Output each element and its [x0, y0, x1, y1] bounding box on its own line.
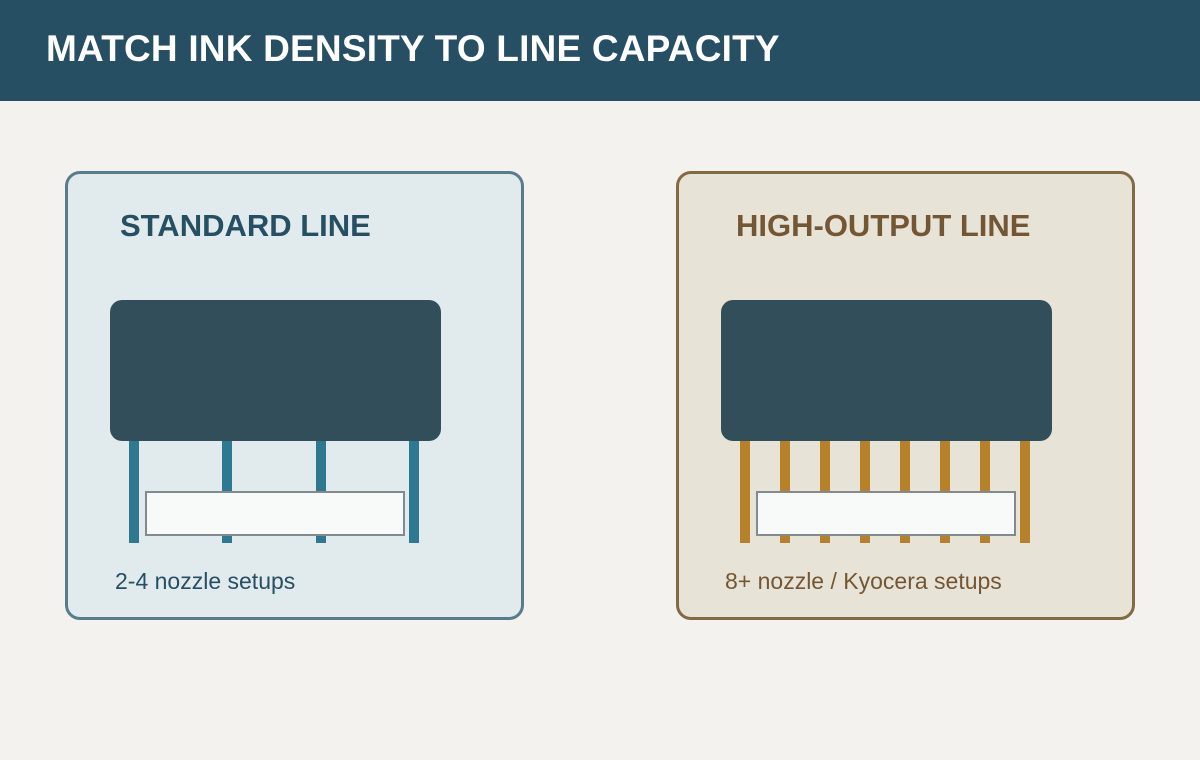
nozzle-line: [409, 441, 419, 543]
panel-caption: 8+ nozzle / Kyocera setups: [725, 568, 1002, 594]
panel-title: HIGH-OUTPUT LINE: [736, 208, 1031, 243]
printhead-block: [110, 300, 441, 441]
page-title: MATCH INK DENSITY TO LINE CAPACITY: [46, 28, 780, 69]
nozzle-line: [740, 441, 750, 543]
substrate-sheet: [145, 491, 405, 536]
substrate-sheet: [756, 491, 1016, 536]
standard-line-panel: STANDARD LINE 2-4 nozzle setups: [65, 171, 524, 620]
nozzle-line: [1020, 441, 1030, 543]
printhead-block: [721, 300, 1052, 441]
header-banner: MATCH INK DENSITY TO LINE CAPACITY: [0, 0, 1200, 101]
panel-title: STANDARD LINE: [120, 208, 371, 243]
panel-caption: 2-4 nozzle setups: [115, 568, 296, 594]
high-output-line-panel: HIGH-OUTPUT LINE 8+ nozzle / Kyocera set…: [676, 171, 1135, 620]
nozzle-line: [129, 441, 139, 543]
